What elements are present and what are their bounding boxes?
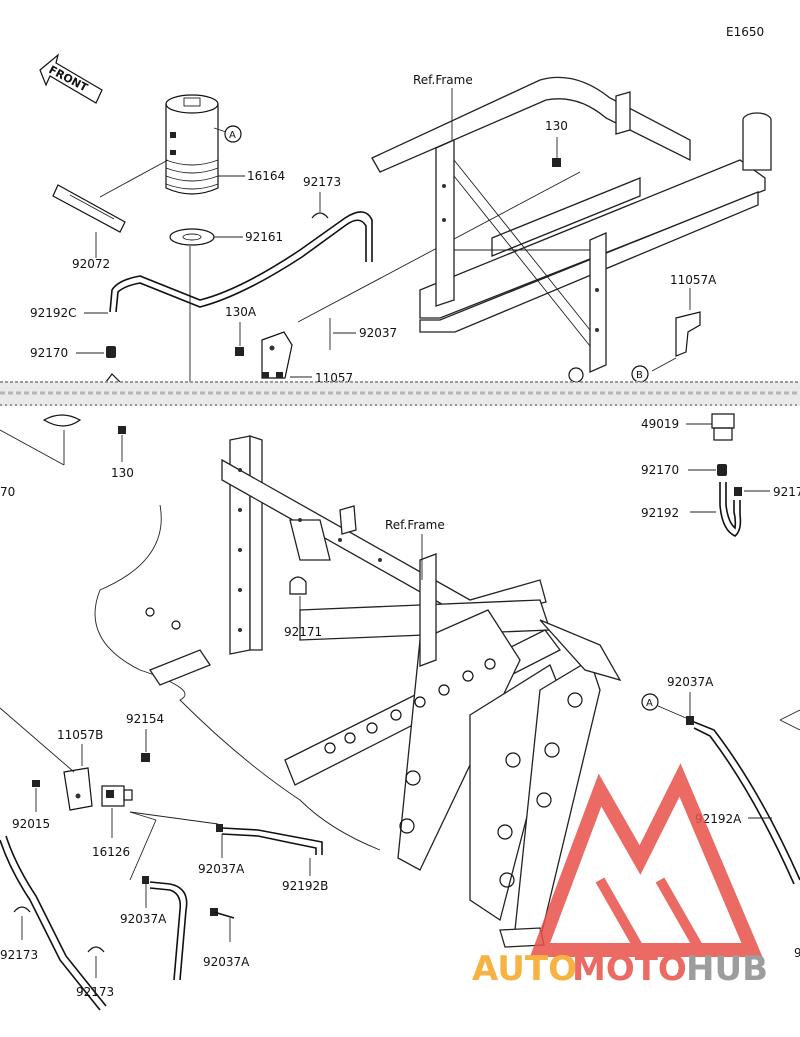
bolt-icon <box>235 347 244 356</box>
clip-icon <box>13 906 31 913</box>
callout-b-label: B <box>636 370 643 381</box>
hose-left <box>0 839 101 1011</box>
mount-bracket-11057 <box>261 331 293 379</box>
logo-text-moto: MOTO <box>572 949 687 989</box>
part-92170-mid-label: 92170 <box>641 463 679 477</box>
hose-92192b <box>221 827 323 855</box>
part-92037-label: 92037 <box>359 326 397 340</box>
part-92037a-2-label: 92037A <box>120 912 167 926</box>
automotohub-logo: AUTO MOTO HUB <box>472 763 768 989</box>
bolt-icon <box>552 158 561 167</box>
hose-lower <box>149 881 188 981</box>
solenoid-valve-icon <box>101 785 133 807</box>
callout-a-lower-circle <box>641 693 659 711</box>
hose-92192c <box>109 211 373 313</box>
filter-icon <box>711 413 735 441</box>
ref-frame-bottom-label: Ref.Frame <box>385 518 445 532</box>
part-92037a-1-label: 92037A <box>198 862 245 876</box>
lower-frame <box>94 435 622 948</box>
part-92015-label: 92015 <box>12 817 50 831</box>
callout-a-circle <box>224 125 242 143</box>
strap-bracket-icon <box>52 184 126 233</box>
part-9217-cut-label: 9217 <box>773 485 800 499</box>
part-130-mid-label: 130 <box>111 466 134 480</box>
clamp-icon <box>106 346 116 358</box>
part-92037a-right-label: 92037A <box>667 675 714 689</box>
part-92170-top-label: 92170 <box>30 346 68 360</box>
part-92161-label: 92161 <box>245 230 283 244</box>
ref-frame-top-label: Ref.Frame <box>413 73 473 87</box>
logo-text-auto: AUTO <box>472 949 577 989</box>
front-arrow-icon: FRONT <box>39 53 103 104</box>
part-9-cut-label: 9 <box>794 946 800 960</box>
part-92192b-label: 92192B <box>282 879 328 893</box>
hose-92192 <box>719 482 742 537</box>
part-92037a-3-label: 92037A <box>203 955 250 969</box>
part-92173-b2-label: 92173 <box>76 985 114 999</box>
part-92072-label: 92072 <box>72 257 110 271</box>
part-92192a-label: 92192A <box>695 812 742 826</box>
clip-icon <box>87 946 105 953</box>
diagram-code: E1650 <box>726 25 764 39</box>
canister-icon <box>165 94 219 195</box>
part-11057a-label: 11057A <box>670 273 717 287</box>
part-49019-label: 49019 <box>641 417 679 431</box>
bracket-11057a <box>675 311 701 357</box>
logo-text-hub: HUB <box>686 949 768 989</box>
callout-a-lower-label: A <box>646 698 653 709</box>
part-11057b-label: 11057B <box>57 728 103 742</box>
part-16164-label: 16164 <box>247 169 285 183</box>
front-label: FRONT <box>47 63 91 94</box>
callout-a-label: A <box>229 130 236 141</box>
part-130a-label: 130A <box>225 305 257 319</box>
clip-icon <box>311 212 329 219</box>
part-92173-b1-label: 92173 <box>0 948 38 962</box>
part-11057-label: 11057 <box>315 371 353 385</box>
part-130-top-label: 130 <box>545 119 568 133</box>
part-16126-label: 16126 <box>92 845 130 859</box>
part-92154-label: 92154 <box>126 712 164 726</box>
part-92192c-label: 92192C <box>30 306 77 320</box>
part-70-cut-label: 70 <box>0 485 15 499</box>
part-92192-label: 92192 <box>641 506 679 520</box>
washer-icon <box>169 228 215 246</box>
part-92171-label: 92171 <box>284 625 322 639</box>
part-92173-top-label: 92173 <box>303 175 341 189</box>
section-break <box>0 381 800 406</box>
grommet-icon <box>289 576 307 595</box>
hose-92192a <box>693 721 800 881</box>
upper-frame <box>371 76 772 383</box>
bracket-11057b <box>63 767 93 811</box>
